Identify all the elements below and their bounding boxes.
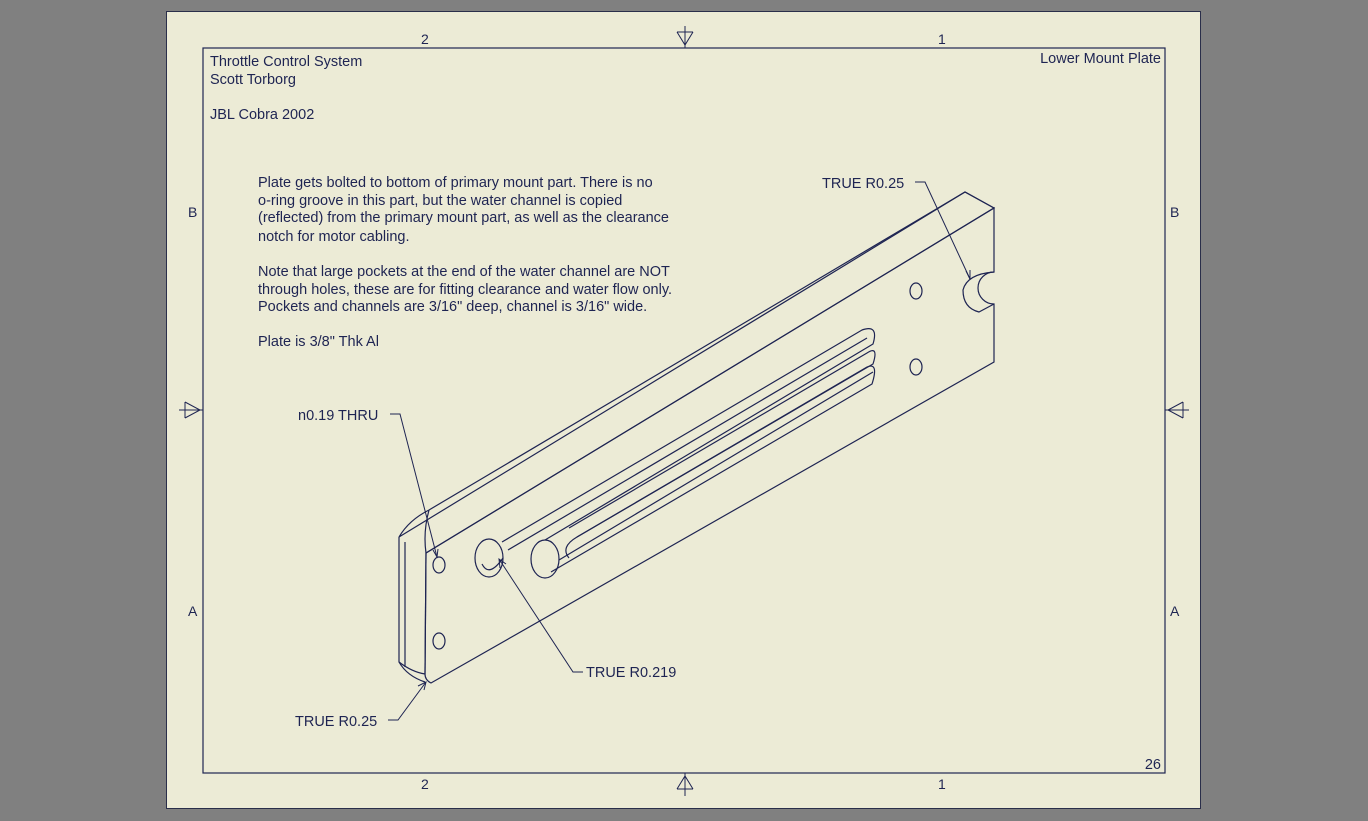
lower-mount-plate-part bbox=[398, 191, 996, 684]
notes-block: Plate gets bolted to bottom of primary m… bbox=[258, 175, 672, 350]
subtitle: JBL Cobra 2002 bbox=[210, 107, 314, 123]
note-line: notch for motor cabling. bbox=[258, 229, 410, 245]
zone-row-right-b: B bbox=[1170, 204, 1179, 220]
center-mark-right-icon bbox=[1165, 401, 1189, 419]
zone-row-right-a: A bbox=[1170, 603, 1180, 619]
author-name: Scott Torborg bbox=[210, 72, 296, 88]
note-line: Plate gets bolted to bottom of primary m… bbox=[258, 175, 653, 191]
zone-column-bottom-1: 1 bbox=[938, 776, 946, 792]
callout-notch-radius: TRUE R0.25 bbox=[822, 176, 904, 192]
zone-row-left-a: A bbox=[188, 603, 198, 619]
zone-column-top-1: 1 bbox=[938, 31, 946, 47]
center-mark-top-icon bbox=[676, 26, 694, 48]
note-line: through holes, these are for fitting cle… bbox=[258, 282, 672, 298]
callout-leaders bbox=[388, 181, 971, 721]
project-title: Throttle Control System bbox=[210, 54, 362, 70]
center-mark-bottom-icon bbox=[676, 773, 694, 796]
callout-corner-radius: TRUE R0.25 bbox=[295, 714, 377, 730]
note-line: Pockets and channels are 3/16" deep, cha… bbox=[258, 299, 647, 315]
zone-column-bottom-2: 2 bbox=[421, 776, 429, 792]
callout-hole-thru: n0.19 THRU bbox=[298, 408, 378, 424]
note-line: Plate is 3/8" Thk Al bbox=[258, 334, 379, 350]
callout-pocket-radius: TRUE R0.219 bbox=[586, 665, 676, 681]
center-mark-left-icon bbox=[179, 401, 203, 419]
part-name: Lower Mount Plate bbox=[1040, 51, 1161, 67]
zone-column-top-2: 2 bbox=[421, 31, 429, 47]
note-line: o-ring groove in this part, but the wate… bbox=[258, 193, 622, 209]
sheet-number: 26 bbox=[1145, 757, 1161, 773]
note-line: (reflected) from the primary mount part,… bbox=[258, 210, 669, 226]
technical-drawing: 2 1 2 1 B A B A Throttle Control System … bbox=[179, 26, 1189, 796]
drawing-sheet: 2 1 2 1 B A B A Throttle Control System … bbox=[166, 11, 1201, 809]
note-line: Note that large pockets at the end of th… bbox=[258, 264, 670, 280]
zone-row-left-b: B bbox=[188, 204, 197, 220]
